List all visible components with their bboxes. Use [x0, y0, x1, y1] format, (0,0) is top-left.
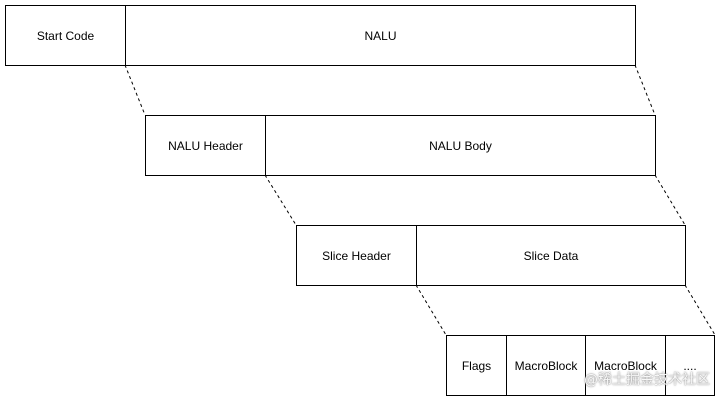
nalu-header-label: NALU Header	[168, 138, 243, 153]
slice-header-label: Slice Header	[322, 248, 391, 263]
macroblock-box-1: MacroBlock	[506, 335, 586, 396]
flags-box: Flags	[446, 335, 507, 396]
slice-header-box: Slice Header	[296, 225, 417, 286]
watermark-text: @稀土掘金技术社区	[584, 372, 710, 388]
connector-l1-left	[124, 64, 146, 116]
slice-data-box: Slice Data	[416, 225, 686, 286]
ellipsis-label: ....	[683, 358, 697, 373]
macroblock-label-1: MacroBlock	[514, 358, 578, 373]
start-code-label: Start Code	[36, 28, 95, 43]
connector-l3-right	[684, 284, 716, 336]
nalu-body-box: NALU Body	[265, 115, 656, 176]
connector-l2-left	[264, 174, 297, 226]
nalu-body-label: NALU Body	[429, 138, 492, 153]
slice-data-label: Slice Data	[523, 248, 579, 263]
connector-l3-left	[415, 284, 447, 336]
flags-label: Flags	[461, 358, 492, 373]
connector-l1-right	[634, 64, 656, 116]
connector-l2-right	[654, 174, 686, 226]
start-code-box: Start Code	[5, 5, 126, 66]
nalu-label: NALU	[364, 28, 397, 43]
ellipsis-box: ....	[665, 335, 715, 396]
macroblock-label-2: MacroBlock	[594, 358, 657, 373]
macroblock-box-2: MacroBlock	[585, 335, 666, 396]
nalu-box: NALU	[125, 5, 636, 66]
nalu-header-box: NALU Header	[145, 115, 266, 176]
